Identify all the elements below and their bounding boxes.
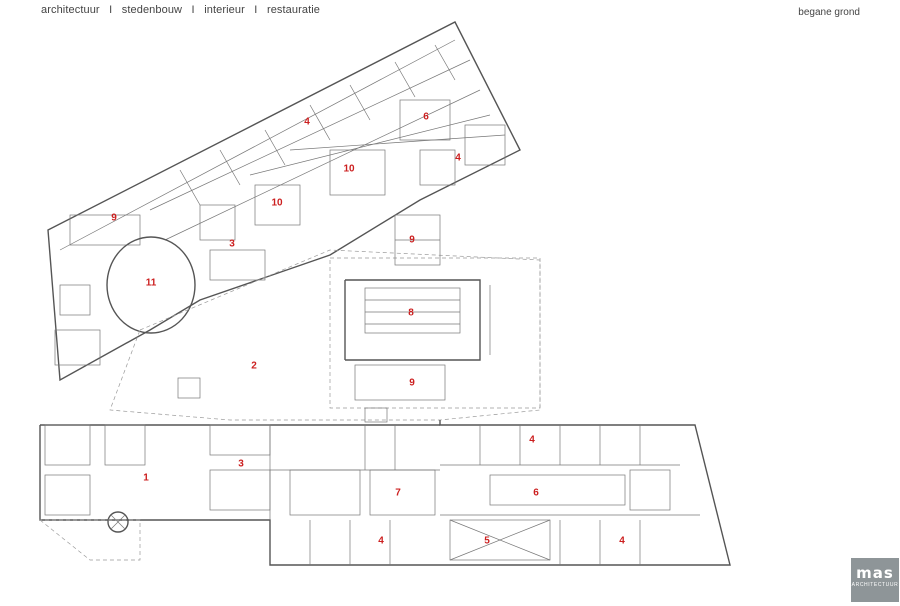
oval-room [106,236,196,334]
logo-mark: mas [856,564,894,582]
room-number: 8 [408,308,414,319]
room-number: 3 [238,459,244,470]
central-hall [109,214,541,423]
header-separator: I [102,4,119,16]
sheet-title: begane grond [798,7,860,18]
room-number: 2 [251,361,257,372]
room-number: 9 [111,213,117,224]
mas-logo: mas ARCHITECTUUR [851,558,899,602]
discipline-header: architectuur I stedenbouw I interieur I … [41,4,320,16]
room-number: 10 [343,164,355,175]
room-number: 9 [409,378,415,389]
room-number: 4 [455,153,461,164]
header-item-interieur: interieur [204,4,245,16]
header-separator: I [185,4,202,16]
room-number: 4 [529,435,535,446]
room-number: 4 [304,117,310,128]
room-number: 11 [146,278,157,289]
header-separator: I [248,4,264,16]
north-wing [47,21,521,382]
room-number: 4 [619,536,625,547]
room-number: 9 [409,235,415,246]
room-number: 5 [484,536,490,547]
logo-subtitle: ARCHITECTUUR [851,582,899,588]
room-number: 3 [229,239,235,250]
room-number: 4 [378,536,384,547]
room-number: 6 [533,488,539,499]
header-item-restauratie: restauratie [266,4,321,16]
room-number: 6 [423,112,429,123]
room-number: 7 [395,488,401,499]
header-item-stedenbouw: stedenbouw [121,4,183,16]
room-number: 10 [271,198,283,209]
south-wing [39,420,731,566]
room-number: 1 [143,473,149,484]
room-labels: 1 2 3 3 4 4 4 4 4 5 6 6 7 8 9 9 9 10 10 … [111,112,625,547]
header-item-architectuur: architectuur [41,4,100,16]
